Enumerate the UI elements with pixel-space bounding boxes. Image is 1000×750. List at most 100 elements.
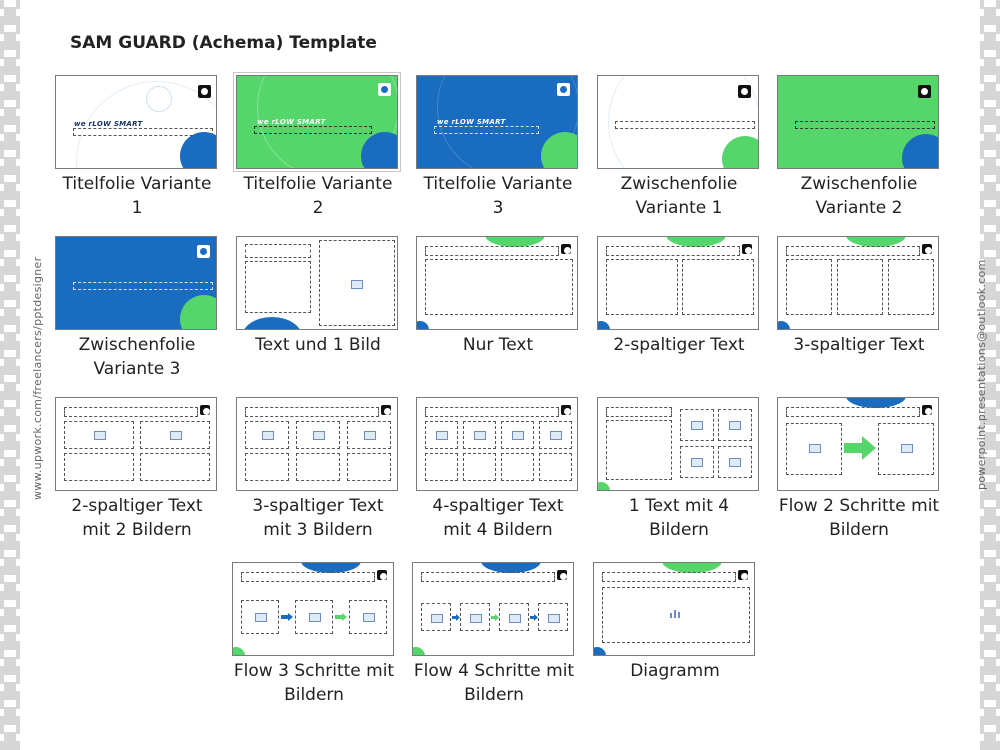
picture-icon: [809, 444, 821, 453]
decor-circle: [902, 134, 938, 168]
picture-icon: [363, 613, 375, 622]
title-placeholder: [606, 246, 740, 256]
decor-circle: [301, 563, 361, 573]
logo-icon: [197, 245, 210, 258]
picture-icon: [901, 444, 913, 453]
layout-label: Zwischenfolie Variante 3: [78, 335, 196, 379]
text-column-placeholder: [837, 259, 883, 315]
text-column-placeholder: [501, 453, 534, 481]
decor-circle: [846, 237, 906, 247]
logo-icon: [918, 85, 931, 98]
title-placeholder: [606, 407, 672, 417]
picture-icon: [512, 431, 524, 440]
layout-thumb-titelfolie-3[interactable]: we rLOW SMART: [416, 75, 578, 169]
layout-thumb-nur-text[interactable]: [416, 236, 578, 330]
layout-thumb-flow-3-schritte[interactable]: [232, 562, 394, 656]
title-placeholder: [425, 407, 559, 417]
contact-email-text: powerpoint.presentations@outlook.com: [975, 259, 988, 490]
decor-circle: [417, 321, 429, 329]
layout-thumb-4-spaltiger-text-mit-4-bildern[interactable]: [416, 397, 578, 491]
flow-arrow-icon: [452, 614, 460, 621]
layout-thumb-titelfolie-2[interactable]: we rLOW SMART: [233, 72, 401, 172]
layout-thumb-titelfolie-1[interactable]: we rLOW SMART: [55, 75, 217, 169]
flow-arrow-icon: [844, 436, 876, 460]
layout-thumb-zwischenfolie-3[interactable]: [55, 236, 217, 330]
image-placeholder: [718, 409, 752, 441]
picture-icon: [550, 431, 562, 440]
decor-circle: [485, 237, 545, 247]
text-column-placeholder: [682, 259, 754, 315]
upwork-url-text: www.upwork.com/freelancers/pptdesigner: [31, 256, 44, 500]
picture-icon: [691, 458, 703, 467]
picture-icon: [509, 614, 521, 623]
logo-icon: [738, 85, 751, 98]
slogan-text: we rLOW SMART: [257, 118, 326, 126]
image-placeholder: [245, 421, 289, 449]
layout-thumb-2-spaltiger-text-mit-2-bildern[interactable]: [55, 397, 217, 491]
picture-icon: [313, 431, 325, 440]
text-column-placeholder: [140, 453, 210, 481]
layout-thumb-zwischenfolie-1[interactable]: [597, 75, 759, 169]
decor-circle: [598, 321, 610, 329]
title-placeholder: [421, 572, 555, 582]
layout-thumb-1-text-mit-4-bildern[interactable]: [597, 397, 759, 491]
layout-label: Titelfolie Variante 3: [423, 174, 573, 218]
text-placeholder: [425, 259, 573, 315]
picture-icon: [729, 421, 741, 430]
title-placeholder: [241, 572, 375, 582]
picture-icon: [474, 431, 486, 440]
layout-thumb-zwischenfolie-2[interactable]: [777, 75, 939, 169]
logo-icon: [561, 405, 571, 415]
text-column-placeholder: [245, 453, 289, 481]
text-column-placeholder: [606, 259, 678, 315]
image-placeholder: [718, 446, 752, 478]
image-placeholder: [296, 421, 340, 449]
layout-thumb-flow-4-schritte[interactable]: [412, 562, 574, 656]
image-placeholder: [786, 423, 842, 475]
text-column-placeholder: [786, 259, 832, 315]
layout-label: 2-spaltiger Text: [613, 335, 745, 355]
layout-label: Zwischenfolie Variante 1: [620, 174, 738, 218]
logo-icon: [381, 405, 391, 415]
layout-label: Flow 2 Schritte mit Bildern: [778, 496, 940, 540]
title-placeholder: [64, 407, 198, 417]
layout-label: 2-spaltiger Text mit 2 Bildern: [71, 496, 203, 540]
layout-thumb-3-spaltiger-text[interactable]: [777, 236, 939, 330]
text-column-placeholder: [425, 453, 458, 481]
decor-circle: [666, 237, 726, 247]
title-placeholder: [602, 572, 736, 582]
title-placeholder: [434, 126, 539, 134]
filmstrip-right-border: [980, 0, 1000, 750]
flow-arrow-icon: [335, 613, 347, 621]
layout-thumb-flow-2-schritte[interactable]: [777, 397, 939, 491]
image-placeholder: [460, 603, 490, 631]
image-placeholder: [295, 600, 333, 634]
layout-thumb-text-und-1-bild[interactable]: [236, 236, 398, 330]
image-placeholder: [349, 600, 387, 634]
layout-thumb-2-spaltiger-text[interactable]: [597, 236, 759, 330]
logo-icon: [922, 405, 932, 415]
image-placeholder: [539, 421, 572, 449]
picture-icon: [351, 280, 363, 289]
picture-icon: [548, 614, 560, 623]
decor-circle: [180, 295, 216, 329]
title-placeholder: [245, 244, 311, 258]
layout-thumb-3-spaltiger-text-mit-3-bildern[interactable]: [236, 397, 398, 491]
image-placeholder: [463, 421, 496, 449]
picture-icon: [309, 613, 321, 622]
layout-thumb-diagramm[interactable]: [593, 562, 755, 656]
image-placeholder: [64, 421, 134, 449]
image-placeholder: [680, 409, 714, 441]
flow-arrow-icon: [530, 614, 538, 621]
image-placeholder: [501, 421, 534, 449]
layout-label: 3-spaltiger Text: [793, 335, 925, 355]
picture-icon: [691, 421, 703, 430]
layout-label: Zwischenfolie Variante 2: [800, 174, 918, 218]
text-column-placeholder: [539, 453, 572, 481]
text-column-placeholder: [888, 259, 934, 315]
decor-circle: [778, 321, 790, 329]
title-placeholder: [73, 282, 213, 290]
decor-circle: [598, 482, 610, 490]
image-placeholder: [421, 603, 451, 631]
decor-circle: [413, 647, 425, 655]
